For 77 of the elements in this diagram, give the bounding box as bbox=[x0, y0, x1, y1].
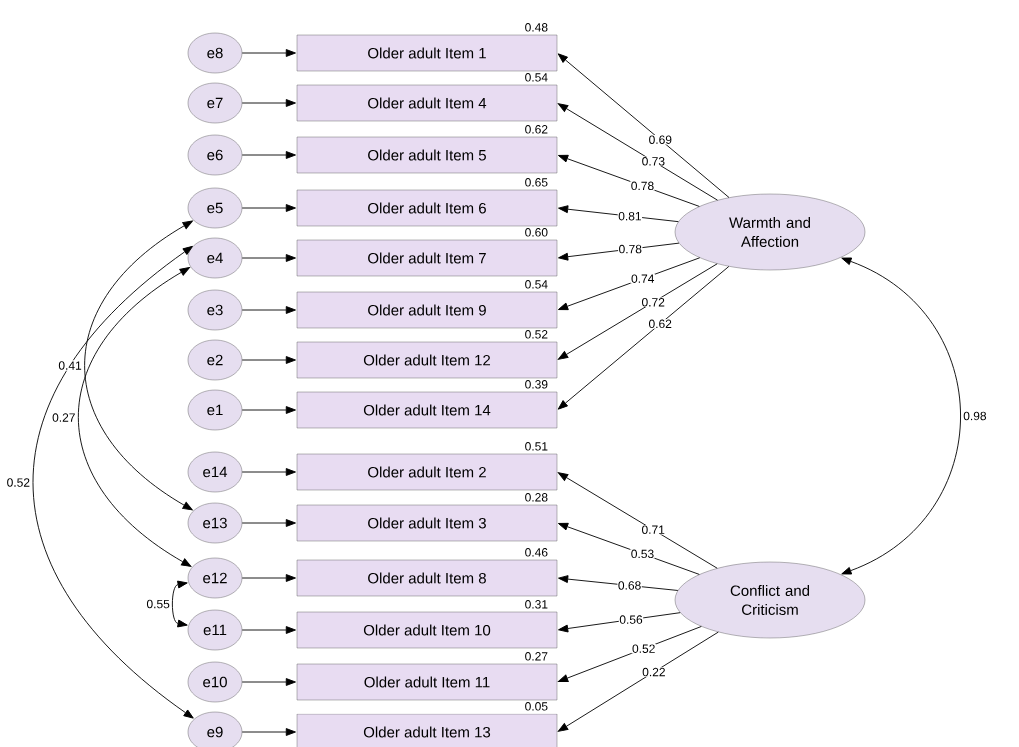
item-box: Older adult Item 13 bbox=[296, 713, 558, 747]
arrow bbox=[557, 266, 730, 410]
arrow bbox=[558, 242, 680, 261]
item-box: Older adult Item 3 bbox=[296, 504, 558, 542]
item-box: Older adult Item 9 bbox=[296, 291, 558, 329]
covariance-arrow bbox=[77, 267, 192, 567]
edge-label: 0.52 bbox=[631, 643, 656, 654]
r-squared-label: 0.31 bbox=[525, 600, 548, 609]
item-box: Older adult Item 6 bbox=[296, 189, 558, 227]
covariance-arrow bbox=[171, 580, 188, 628]
edge-label: 0.74 bbox=[630, 273, 655, 284]
arrow bbox=[241, 151, 296, 159]
arrow bbox=[558, 205, 679, 223]
r-squared-label: 0.60 bbox=[525, 228, 548, 237]
arrow bbox=[241, 99, 296, 107]
arrow bbox=[557, 103, 718, 201]
arrow bbox=[557, 631, 719, 732]
arrow bbox=[241, 356, 296, 364]
arrow bbox=[558, 626, 702, 682]
arrow bbox=[241, 204, 296, 212]
edge-label: 0.98 bbox=[962, 410, 988, 422]
edge-label: 0.62 bbox=[648, 319, 673, 329]
item-box: Older adult Item 5 bbox=[296, 136, 558, 174]
edge-label: 0.41 bbox=[57, 360, 83, 371]
arrow bbox=[557, 53, 730, 198]
r-squared-label: 0.62 bbox=[525, 125, 548, 134]
covariance-arrow bbox=[84, 220, 193, 511]
item-box: Older adult Item 2 bbox=[296, 453, 558, 491]
edge-label: 0.73 bbox=[641, 156, 666, 167]
r-squared-label: 0.51 bbox=[525, 442, 548, 451]
edge-label: 0.68 bbox=[617, 580, 642, 591]
r-squared-label: 0.28 bbox=[525, 493, 548, 502]
arrow bbox=[241, 306, 296, 314]
edge-label: 0.53 bbox=[630, 549, 655, 559]
edge-label: 0.78 bbox=[630, 181, 655, 191]
arrow bbox=[241, 49, 296, 57]
edge-label: 0.27 bbox=[51, 412, 77, 423]
edge-label: 0.52 bbox=[5, 477, 31, 488]
r-squared-label: 0.54 bbox=[525, 73, 548, 82]
arrow bbox=[241, 728, 296, 736]
arrow bbox=[241, 468, 296, 476]
r-squared-label: 0.65 bbox=[525, 178, 548, 187]
item-box: Older adult Item 11 bbox=[296, 663, 558, 701]
r-squared-label: 0.46 bbox=[525, 548, 548, 557]
covariance-arrow bbox=[841, 257, 961, 575]
edge-label: 0.22 bbox=[641, 667, 667, 677]
arrow bbox=[557, 472, 718, 569]
r-squared-label: 0.54 bbox=[525, 280, 548, 289]
item-box: Older adult Item 7 bbox=[296, 239, 558, 277]
edge-label: 0.69 bbox=[648, 134, 673, 145]
edge-label: 0.72 bbox=[641, 297, 666, 307]
item-box: Older adult Item 4 bbox=[296, 84, 558, 122]
item-box: Older adult Item 8 bbox=[296, 559, 558, 597]
arrow bbox=[558, 575, 679, 591]
r-squared-label: 0.48 bbox=[525, 23, 548, 32]
arrow bbox=[557, 263, 718, 360]
arrow bbox=[241, 574, 296, 582]
item-box: Older adult Item 1 bbox=[296, 34, 558, 72]
arrow bbox=[558, 612, 681, 633]
arrow bbox=[241, 519, 296, 527]
arrow bbox=[241, 678, 296, 686]
edge-label: 0.81 bbox=[617, 211, 643, 221]
item-box: Older adult Item 10 bbox=[296, 611, 558, 649]
edge-label: 0.56 bbox=[618, 614, 644, 625]
arrow bbox=[241, 406, 296, 414]
r-squared-label: 0.05 bbox=[525, 702, 548, 711]
r-squared-label: 0.27 bbox=[525, 652, 548, 661]
arrow bbox=[241, 254, 296, 262]
edge-label: 0.71 bbox=[641, 525, 666, 535]
r-squared-label: 0.52 bbox=[525, 330, 548, 339]
r-squared-label: 0.39 bbox=[525, 380, 548, 389]
item-box: Older adult Item 14 bbox=[296, 391, 558, 429]
edge-label: 0.78 bbox=[618, 244, 643, 254]
item-box: Older adult Item 12 bbox=[296, 341, 558, 379]
edge-label: 0.55 bbox=[145, 598, 171, 610]
covariance-arrow bbox=[32, 245, 194, 719]
arrow bbox=[241, 626, 296, 634]
